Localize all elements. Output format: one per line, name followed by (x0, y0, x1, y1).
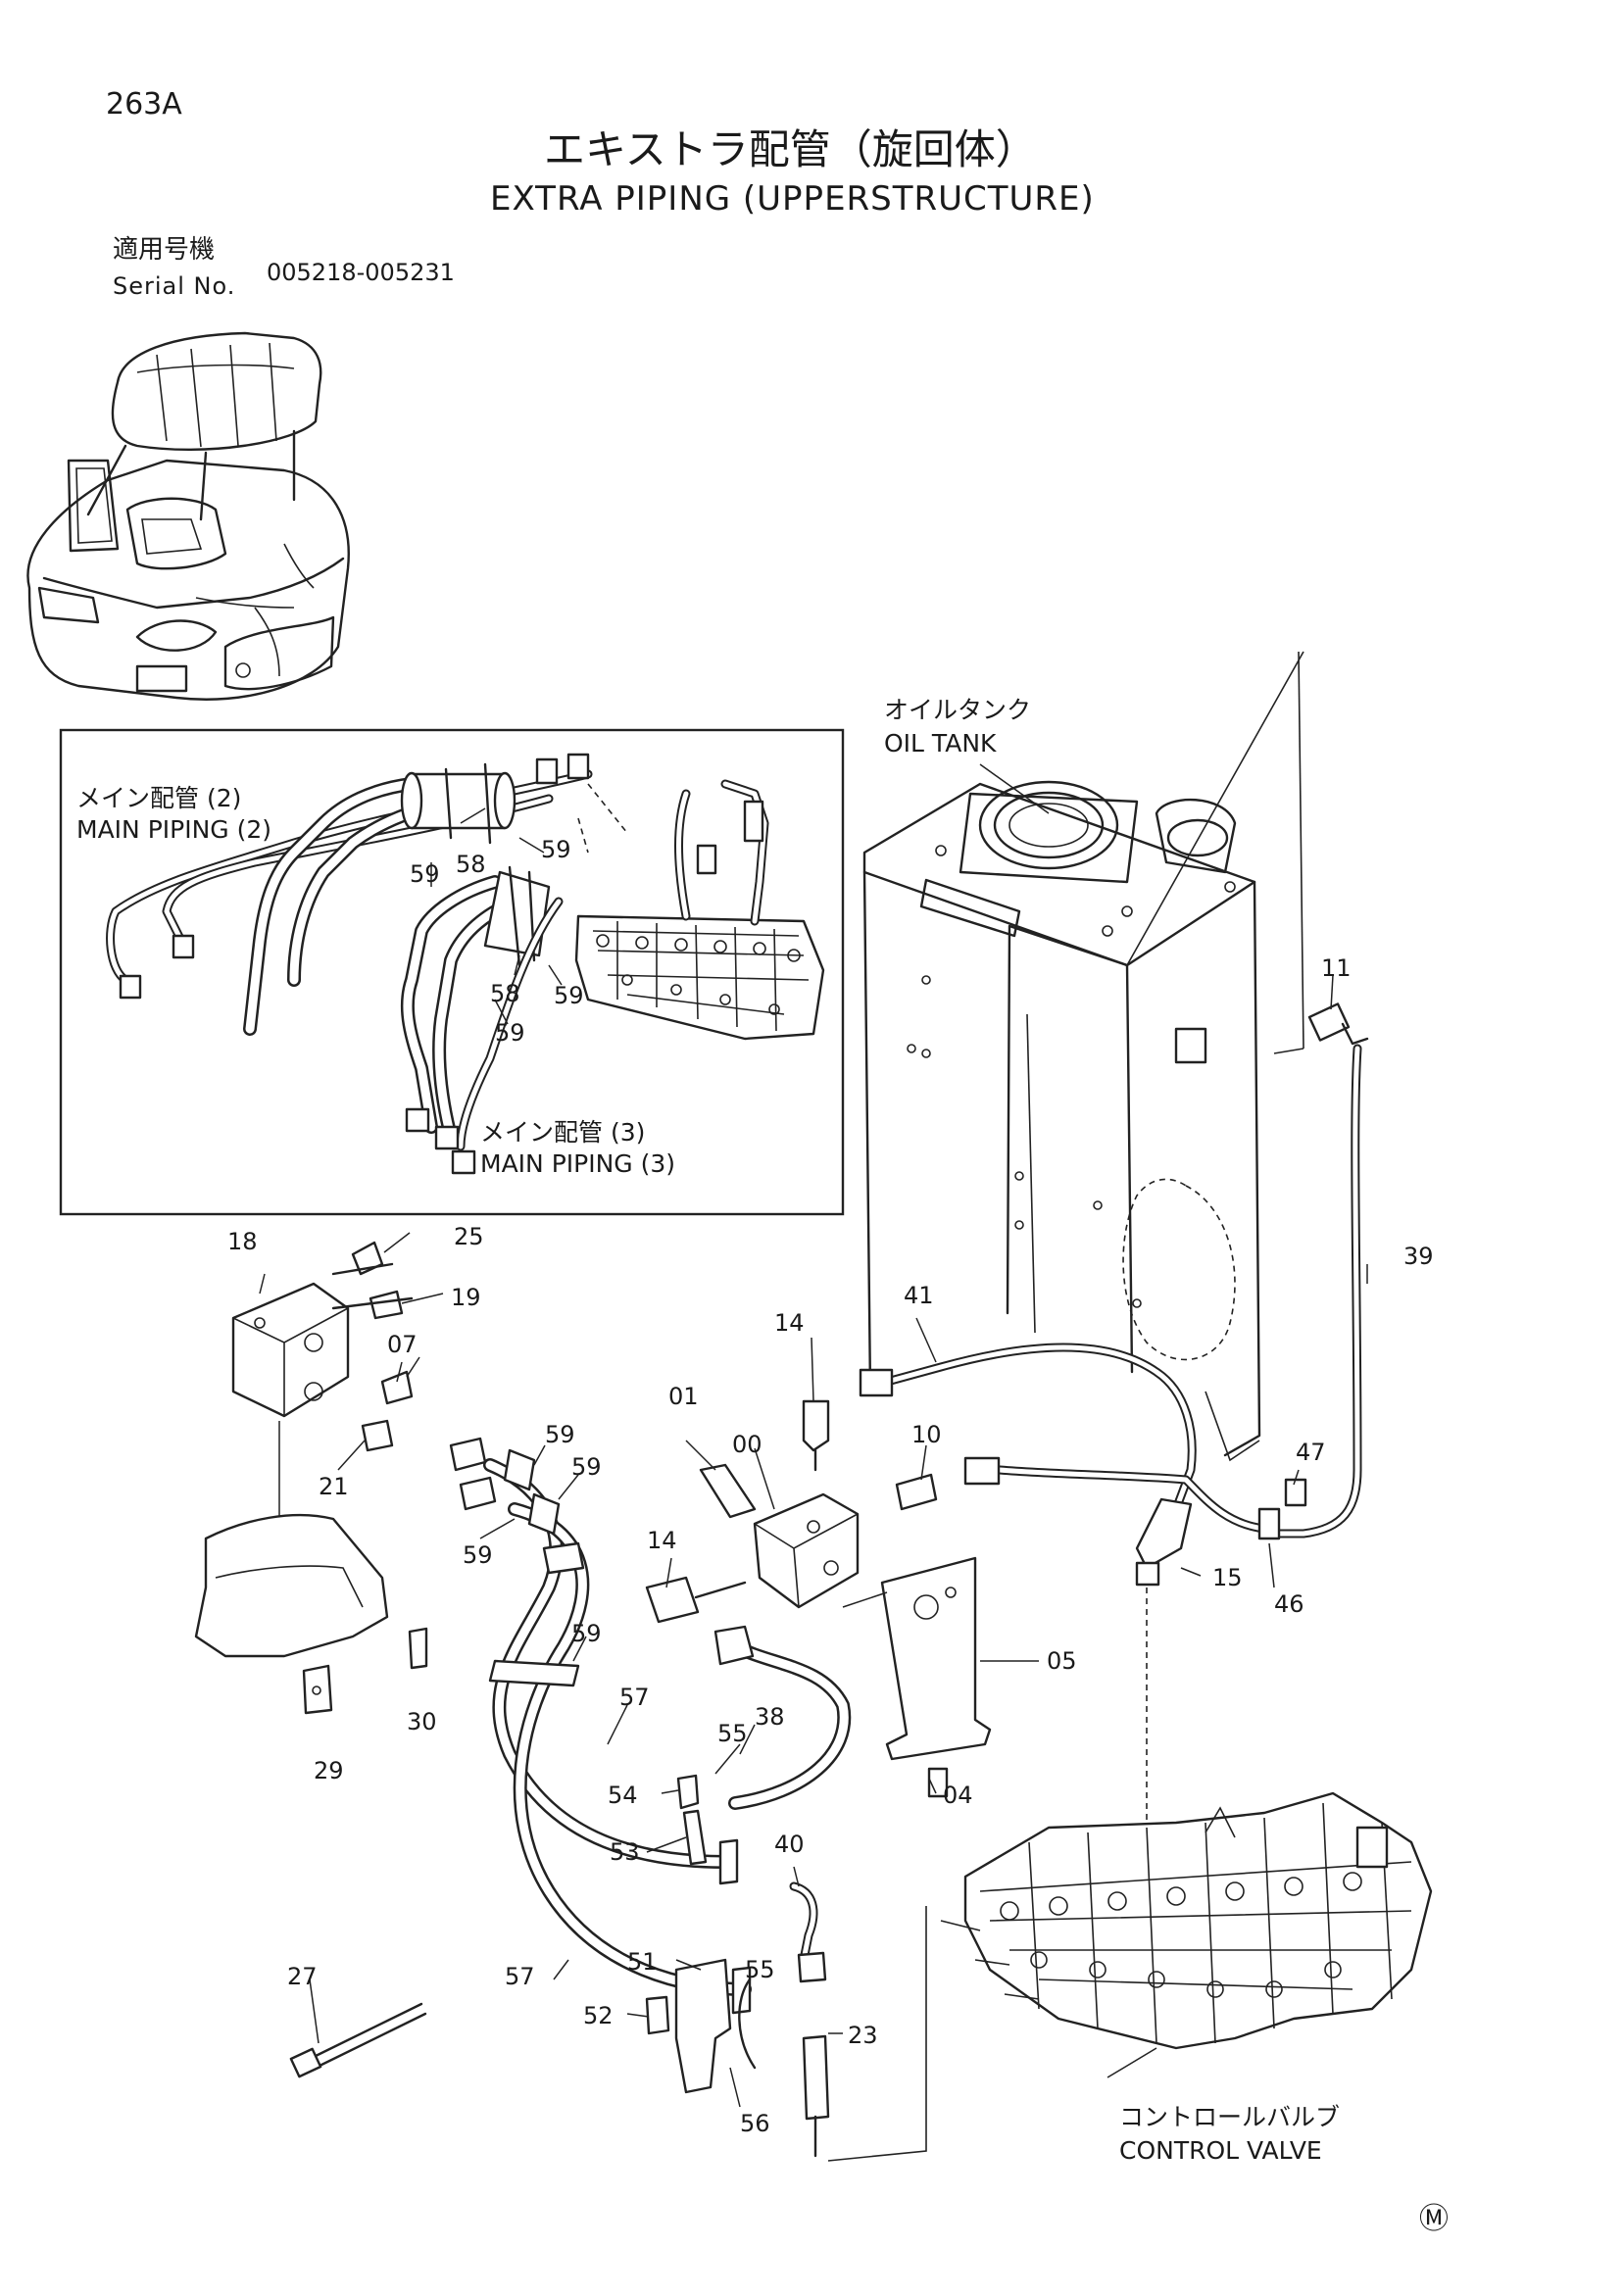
main-piping-2-label-en: MAIN PIPING (2) (76, 815, 272, 844)
part-number: 00 (732, 1431, 762, 1458)
main-piping-3-label-en: MAIN PIPING (3) (480, 1149, 676, 1178)
part-number: 55 (745, 1956, 775, 1983)
part-number: 30 (407, 1708, 437, 1735)
control-valve-drawing (940, 1791, 1433, 2078)
part-number: 55 (717, 1720, 748, 1747)
part-number: 59 (495, 1019, 525, 1047)
right-pipe-assembly (1269, 1002, 1369, 1539)
control-valve-label-en: CONTROL VALVE (1119, 2136, 1322, 2165)
return-tube-assembly (859, 1343, 1281, 1911)
part-number: 56 (740, 2110, 770, 2137)
part-number: 46 (1274, 1590, 1304, 1618)
hose-57-assembly (449, 1437, 752, 2015)
part-number: 21 (319, 1473, 349, 1500)
part-number: 15 (1212, 1564, 1243, 1591)
page-code: 263A (106, 87, 182, 122)
part-number: 59 (545, 1421, 575, 1448)
part-number: 59 (541, 836, 571, 863)
part-number: 59 (571, 1620, 602, 1647)
part-number: 01 (668, 1383, 699, 1410)
part-number: 57 (505, 1963, 535, 1990)
part-number: 10 (911, 1421, 942, 1448)
part-number: 04 (943, 1782, 973, 1809)
part-number: 59 (554, 982, 584, 1009)
control-valve-label-jp: コントロールバルブ (1119, 2103, 1341, 2131)
block-18-assembly (194, 1241, 428, 1715)
machine-overview-illustration (26, 331, 350, 701)
part-number: 59 (571, 1453, 602, 1481)
serial-label-japanese: 適用号機 (113, 235, 216, 265)
part-number: 27 (287, 1963, 318, 1990)
part-number: 38 (755, 1703, 785, 1731)
part-number: 29 (314, 1757, 344, 1784)
part-number: 11 (1321, 954, 1352, 982)
part-number: 58 (490, 980, 520, 1007)
title-japanese: エキストラ配管（旋回体） (544, 125, 1037, 173)
serial-range: 005218-005231 (267, 259, 455, 286)
part-number: 40 (774, 1831, 805, 1858)
title-english: EXTRA PIPING (UPPERSTRUCTURE) (490, 179, 1095, 219)
part-number: 51 (627, 1948, 658, 1976)
part-number: 52 (583, 2002, 614, 2029)
main-piping-3-label-jp: メイン配管 (3) (480, 1118, 646, 1147)
main-piping-2-label-jp: メイン配管 (2) (76, 784, 242, 812)
part-number: 39 (1403, 1243, 1434, 1270)
oil-tank-label-en: OIL TANK (884, 729, 997, 757)
part-number: 25 (454, 1223, 484, 1250)
clamp-bracket-assembly (645, 1774, 757, 2094)
serial-label-english: Serial No. (113, 272, 236, 300)
part-number: 18 (227, 1228, 258, 1255)
cable-tie-27 (289, 2002, 427, 2078)
hose-38-assembly (713, 1625, 852, 1810)
part-number: 53 (610, 1838, 640, 1866)
main-piping-inset-frame (59, 728, 845, 1216)
m-mark-symbol: Ⓜ (1419, 2202, 1449, 2236)
part-number: 57 (619, 1684, 650, 1711)
part-number: 07 (387, 1331, 418, 1358)
part-number: 47 (1296, 1439, 1326, 1466)
part-number: 41 (904, 1282, 934, 1309)
leader-lines (259, 807, 1368, 2108)
part-number: 54 (608, 1782, 638, 1809)
oil-tank-label-jp: オイルタンク (884, 696, 1032, 724)
part-number: 05 (1047, 1647, 1077, 1675)
part-number: 23 (848, 2022, 878, 2049)
oil-tank-drawing (862, 651, 1304, 1462)
part-number: 59 (410, 860, 440, 888)
manifold-block-00 (645, 1399, 992, 1798)
part-number: 58 (456, 851, 486, 878)
part-number: 14 (647, 1527, 677, 1554)
part-number: 19 (451, 1284, 481, 1311)
fitting-23-assembly (789, 1881, 927, 2162)
main-piping-inset-drawing (106, 753, 825, 1175)
part-number: 14 (774, 1309, 805, 1337)
part-number: 59 (463, 1541, 493, 1569)
